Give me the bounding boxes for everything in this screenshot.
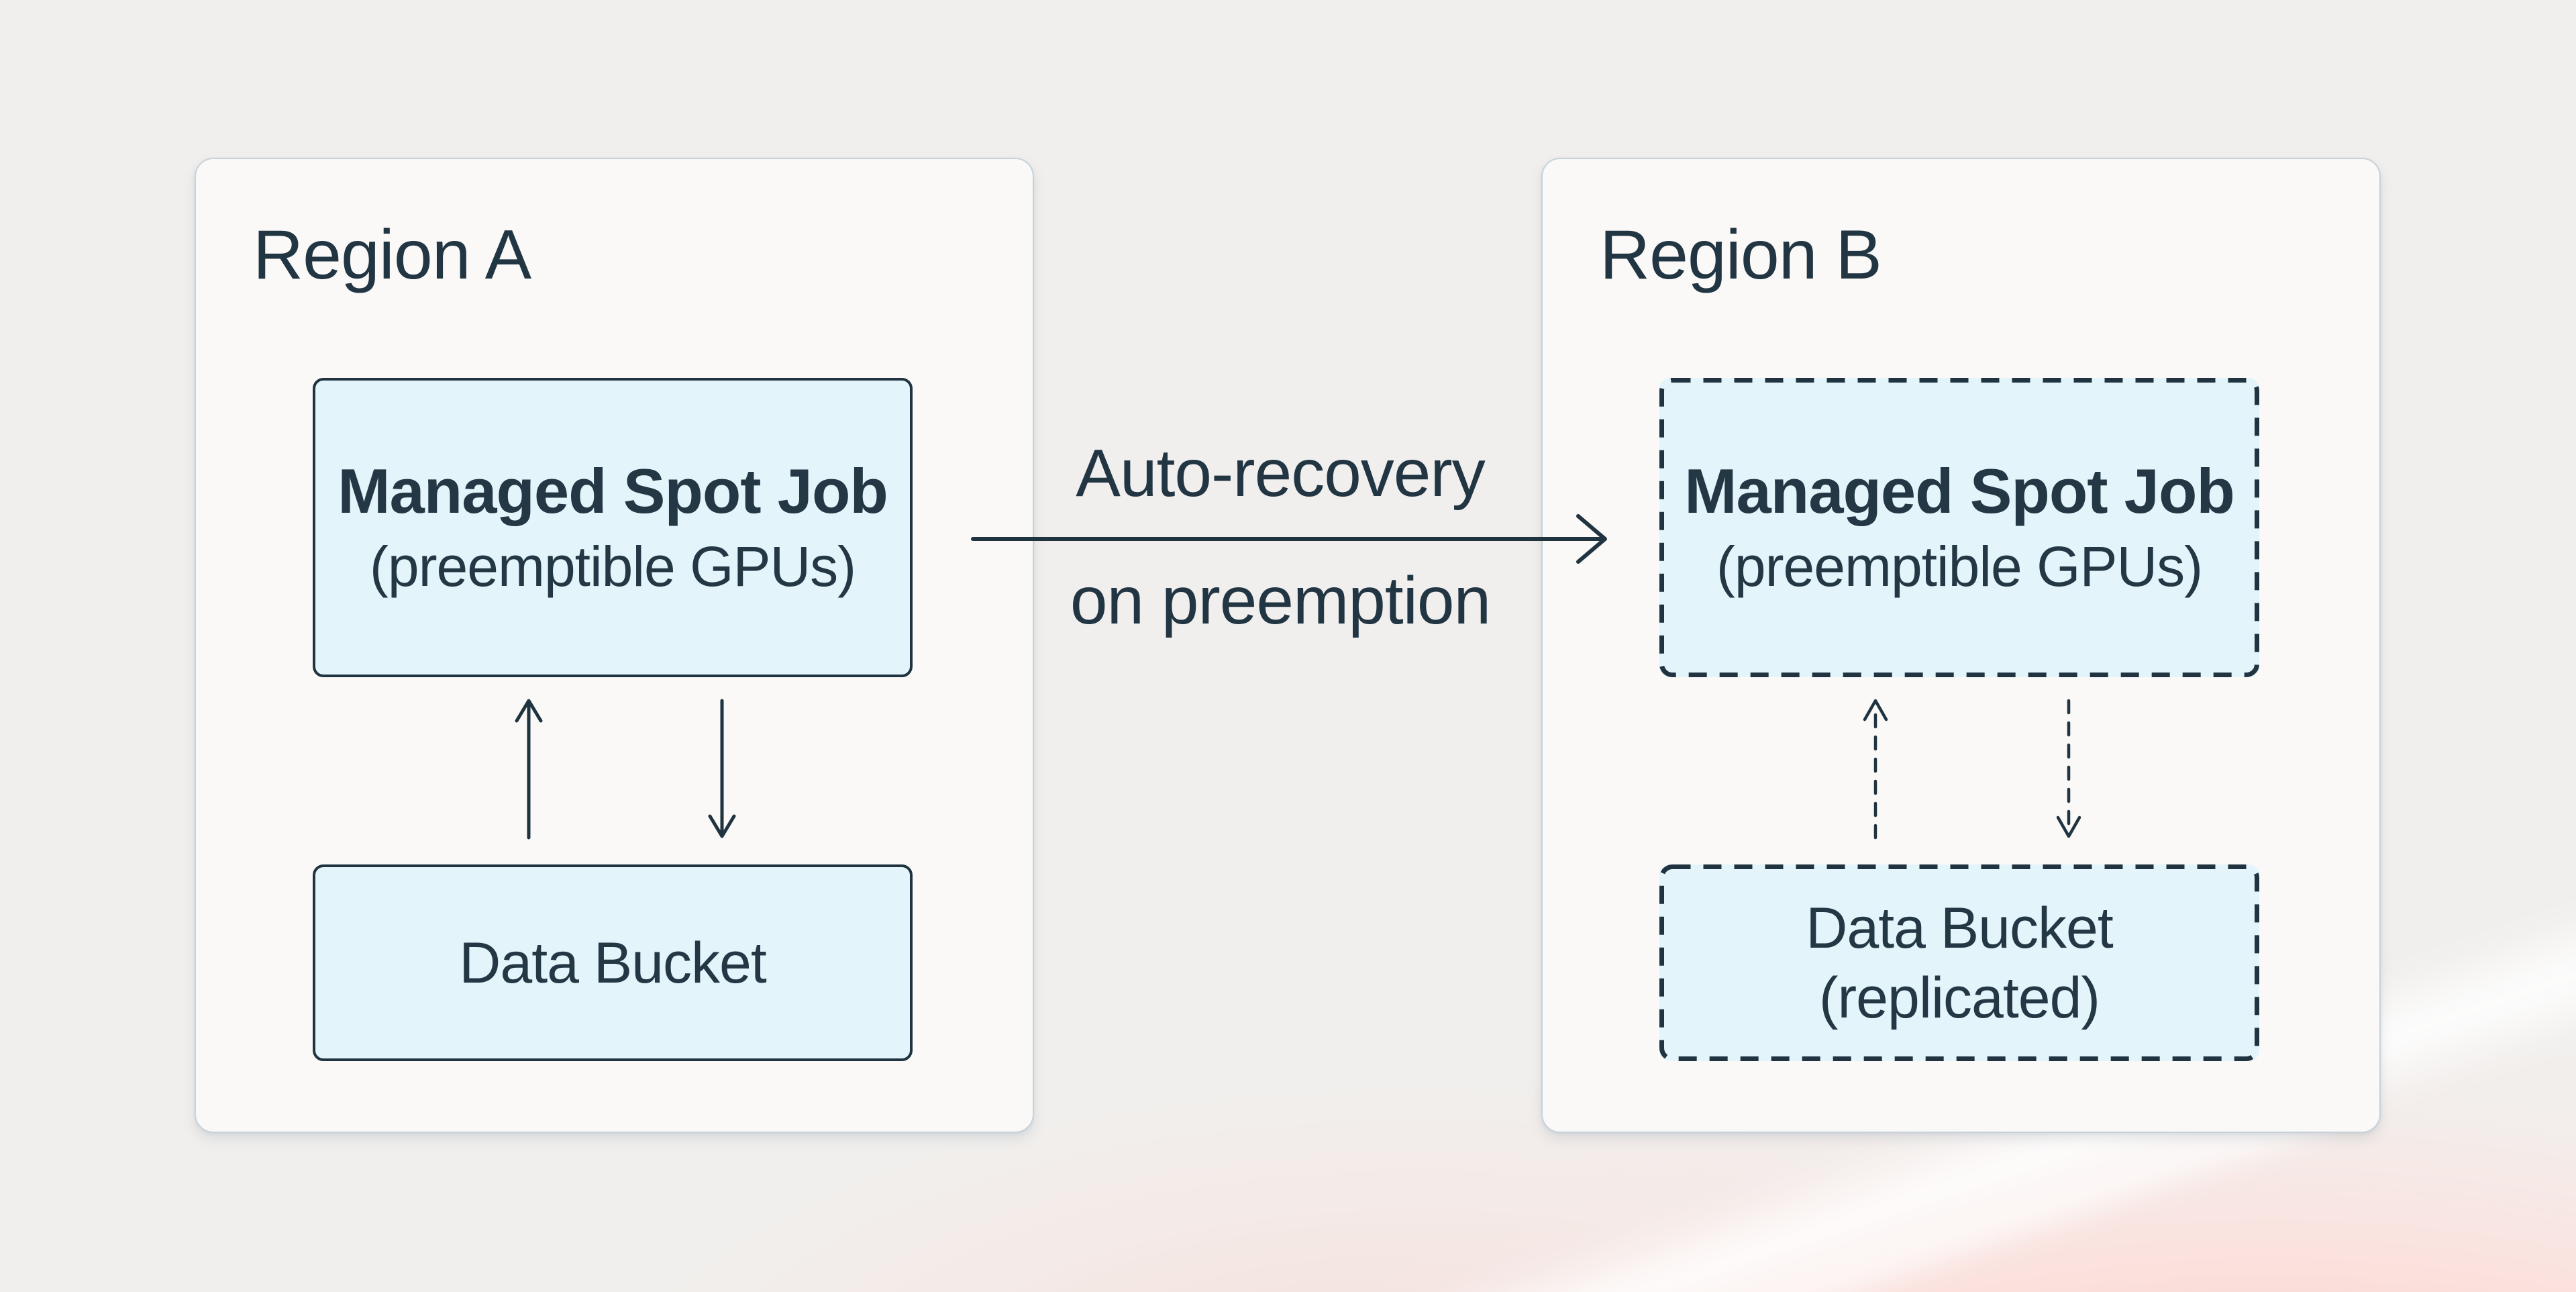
- auto-recovery-arrow: [971, 514, 1607, 564]
- region-b-title: Region B: [1600, 216, 1882, 294]
- region-a-job-title: Managed Spot Job: [338, 456, 888, 526]
- recovery-arrow-label-line2: on preemption: [1070, 563, 1491, 638]
- recovery-arrow-label-line1: Auto-recovery: [1076, 436, 1485, 511]
- region-b-bucket-title: Data Bucket: [1806, 895, 2113, 960]
- region-b-bucket-subtitle: (replicated): [1818, 965, 2100, 1030]
- region-a-title: Region A: [253, 216, 531, 294]
- region-a-data-bucket-box: Data Bucket: [313, 864, 913, 1061]
- region-b-managed-spot-job-box: Managed Spot Job (preemptible GPUs): [1659, 378, 2259, 677]
- region-b-job-subtitle: (preemptible GPUs): [1716, 535, 2203, 598]
- region-a-bucket-title: Data Bucket: [459, 930, 766, 995]
- region-a-job-subtitle: (preemptible GPUs): [369, 535, 856, 598]
- region-b-job-title: Managed Spot Job: [1684, 456, 2235, 526]
- region-a-managed-spot-job-box: Managed Spot Job (preemptible GPUs): [313, 378, 913, 677]
- region-b-data-bucket-box: Data Bucket (replicated): [1659, 864, 2259, 1061]
